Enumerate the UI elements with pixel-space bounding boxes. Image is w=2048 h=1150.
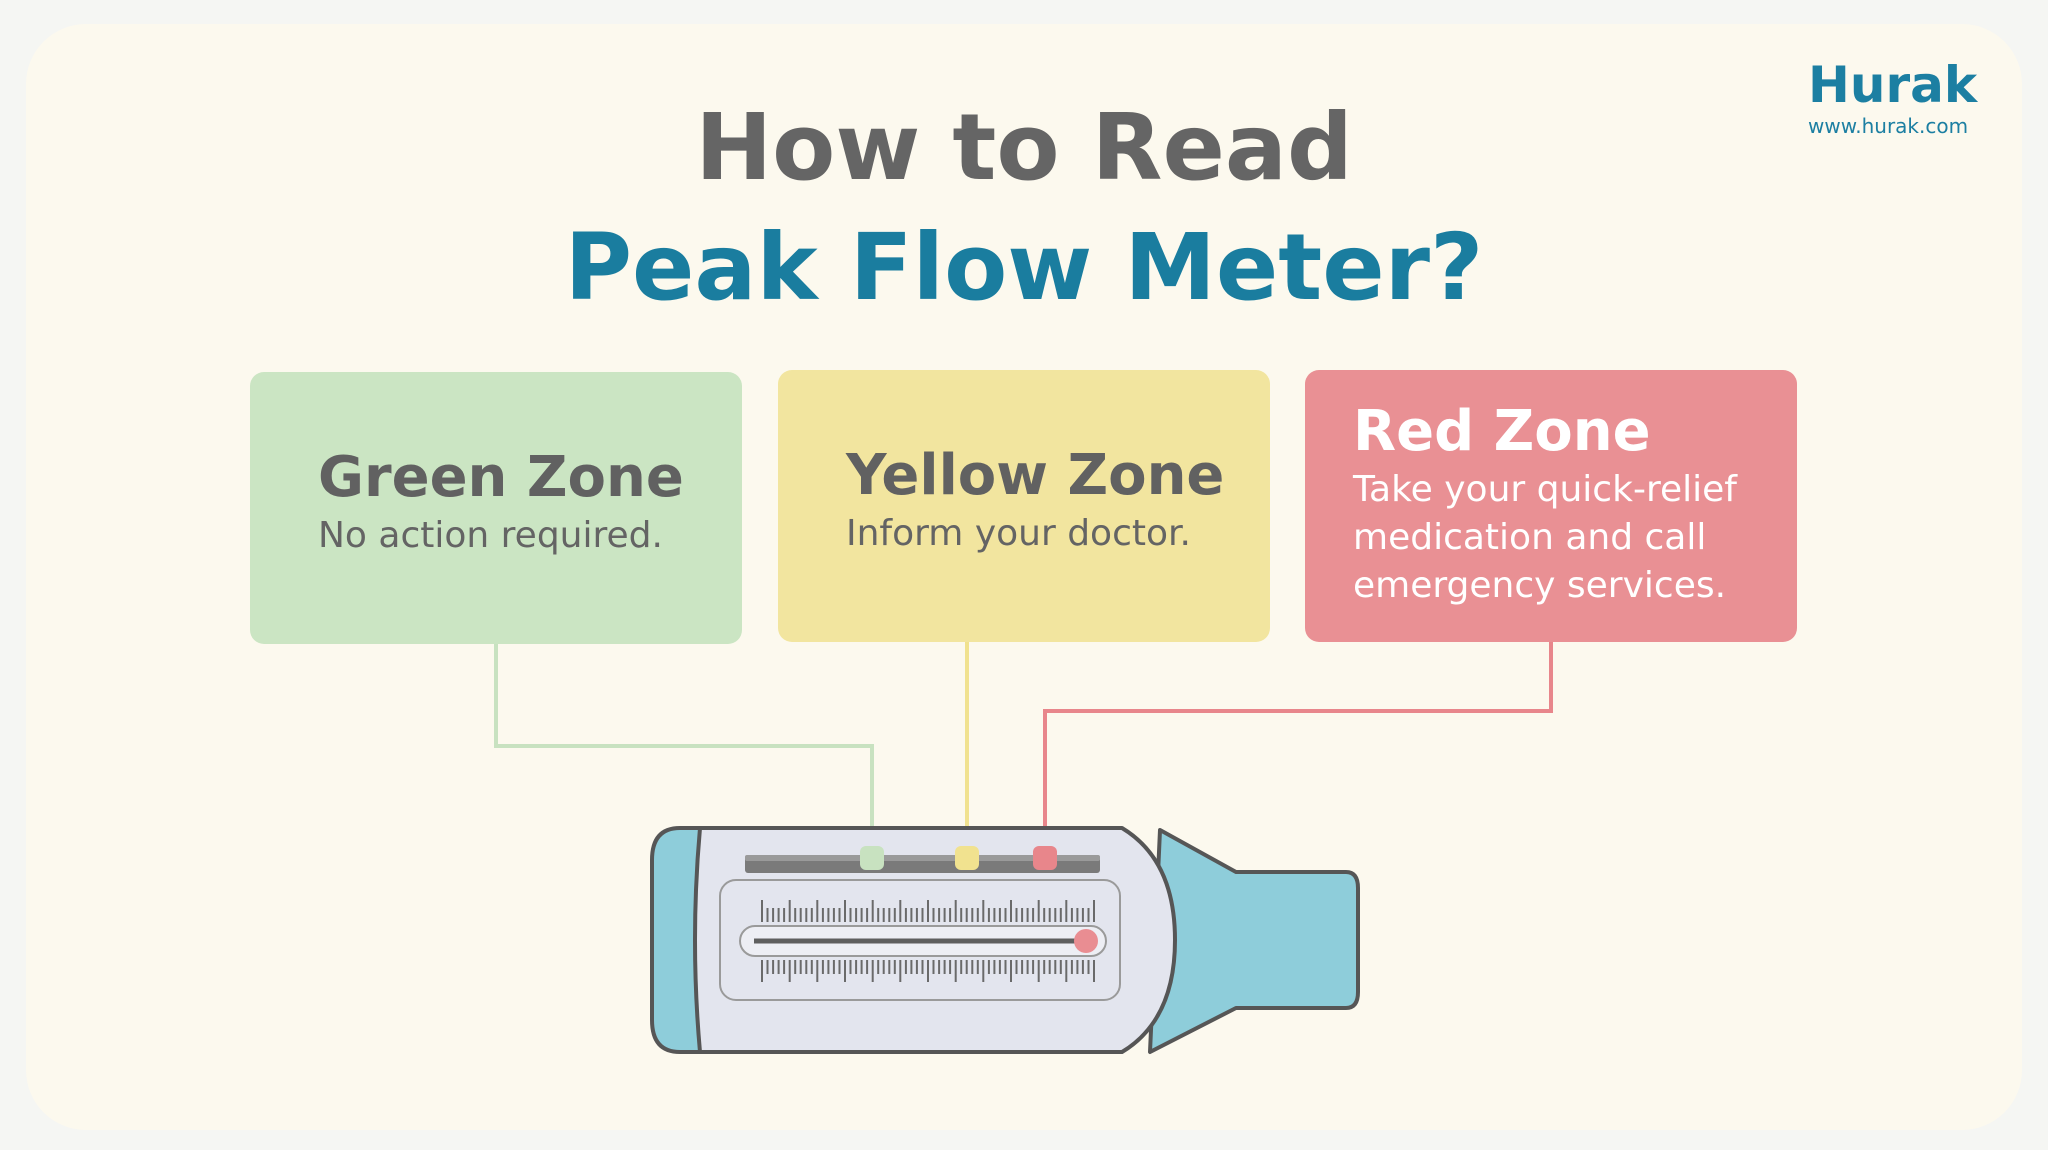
yellow-zone-card: Yellow Zone Inform your doctor. <box>778 370 1270 642</box>
green-zone-card: Green Zone No action required. <box>250 372 742 644</box>
yellow-zone-description: Inform your doctor. <box>846 513 1191 554</box>
brand-url[interactable]: www.hurak.com <box>1808 114 1969 138</box>
red-zone-card: Red Zone Take your quick-relief medicati… <box>1305 370 1797 642</box>
brand-logo[interactable]: Hurak www.hurak.com <box>1808 60 1977 138</box>
red-connector-line <box>1043 640 1553 858</box>
red-zone-description: Take your quick-relief medication and ca… <box>1353 469 1737 606</box>
brand-name: Hurak <box>1808 56 1978 114</box>
page-title-line-2: Peak Flow Meter? <box>564 214 1484 321</box>
green-zone-title: Green Zone <box>318 445 684 510</box>
green-zone-description: No action required. <box>318 515 663 556</box>
green-connector-line <box>494 642 874 858</box>
red-zone-marker <box>1033 846 1057 870</box>
green-zone-marker <box>860 846 884 870</box>
page-title-line-1: How to Read <box>695 94 1353 201</box>
meter-indicator-dot <box>1074 929 1098 953</box>
meter-scale-ticks-top <box>761 900 1095 922</box>
red-zone-title: Red Zone <box>1353 399 1651 464</box>
yellow-zone-title: Yellow Zone <box>846 443 1225 508</box>
meter-scale-window <box>719 879 1121 1001</box>
meter-mouthpiece <box>1148 828 1360 1054</box>
yellow-zone-marker <box>955 846 979 870</box>
meter-scale-ticks-bottom <box>761 960 1095 982</box>
meter-end-cap <box>650 826 702 1054</box>
